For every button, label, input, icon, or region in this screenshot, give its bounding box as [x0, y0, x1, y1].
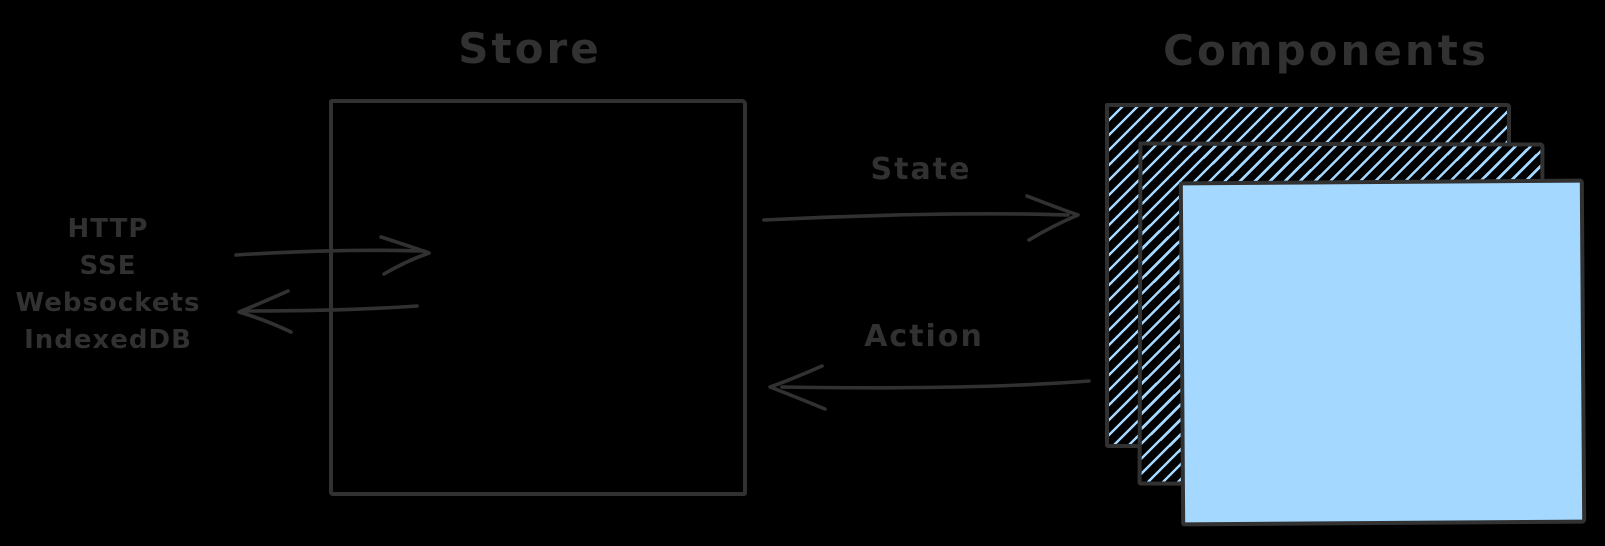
datasource-item-indexeddb: IndexedDB — [24, 325, 192, 355]
datasource-item-http: HTTP — [67, 214, 149, 244]
state-arrow-head — [1025, 194, 1080, 242]
action-arrow-line — [780, 379, 1091, 390]
component-card-front — [1178, 178, 1587, 527]
state-flow-label: State — [870, 152, 972, 187]
datasource-item-websockets: Websockets — [15, 288, 201, 318]
state-arrow — [762, 194, 1080, 242]
action-arrow-head — [768, 364, 827, 411]
action-flow-label: Action — [864, 319, 984, 354]
store-box — [329, 99, 747, 496]
store-title: Store — [458, 24, 602, 73]
outbound-arrow-head — [237, 289, 293, 334]
action-arrow — [768, 364, 1091, 411]
datasource-list: HTTP SSE Websockets IndexedDB — [15, 211, 201, 359]
components-title: Components — [1163, 26, 1489, 75]
state-arrow-line — [762, 212, 1070, 222]
datasource-item-sse: SSE — [79, 251, 137, 281]
